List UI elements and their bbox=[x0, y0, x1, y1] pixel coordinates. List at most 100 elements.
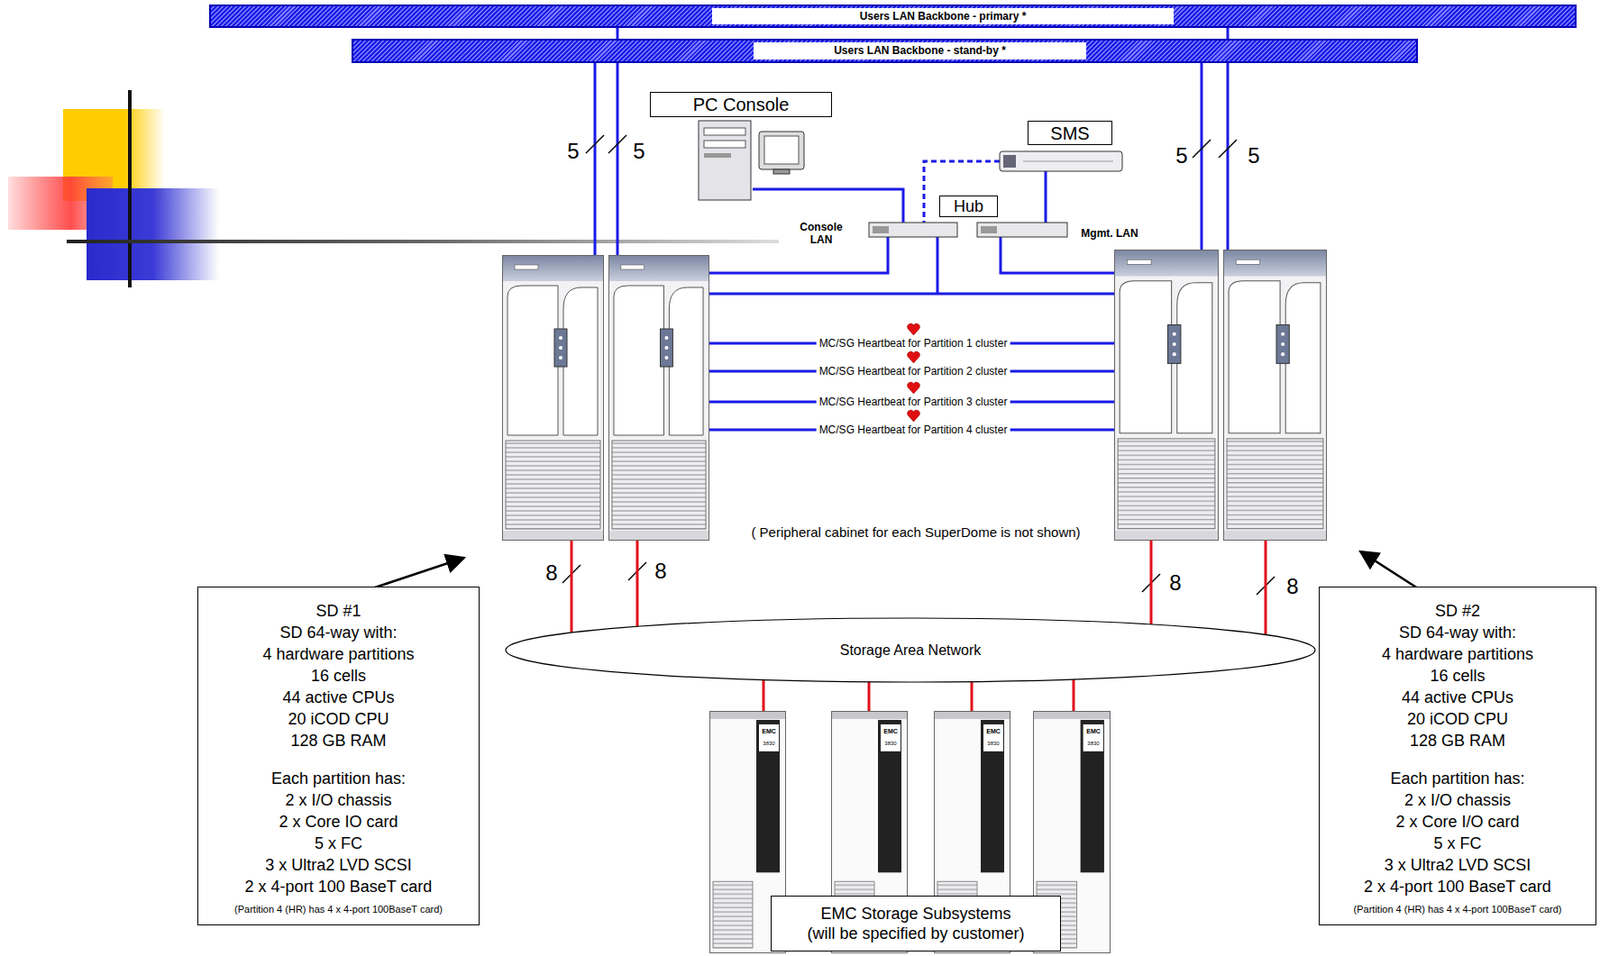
label-box: SMS bbox=[1027, 120, 1113, 146]
spec-line: Each partition has: bbox=[1325, 768, 1591, 790]
label-box: PC Console bbox=[649, 91, 832, 118]
superdome-cabinet bbox=[502, 256, 604, 541]
box-label: EMC Storage Subsystems bbox=[820, 904, 1011, 924]
spec-line: 2 x 4-port 100 BaseT card bbox=[203, 876, 474, 898]
label-text: EMC bbox=[1086, 727, 1101, 736]
san-ellipse: Storage Area Network bbox=[504, 617, 1317, 684]
label-text: ( Peripheral cabinet for each SuperDome … bbox=[748, 524, 1083, 540]
heartbeat-heart bbox=[907, 410, 921, 422]
spec-line: SD 64-way with: bbox=[203, 621, 474, 644]
pc-console-icon bbox=[758, 131, 805, 170]
label-text: 3830 bbox=[1087, 740, 1099, 748]
spec-line: 2 x Core IO card bbox=[203, 811, 474, 833]
label-text: MC/SG Heartbeat for Partition 1 cluster bbox=[816, 337, 1011, 350]
box-label: Hub bbox=[953, 196, 984, 217]
hub-device bbox=[977, 222, 1068, 238]
label-text: 3830 bbox=[987, 740, 999, 748]
pc-console-icon bbox=[704, 140, 746, 148]
label-box: Hub bbox=[939, 195, 998, 218]
superdome-cabinet bbox=[608, 256, 709, 541]
superdome-cabinet bbox=[1224, 250, 1327, 541]
management-wire bbox=[1044, 171, 1048, 223]
spec-box: SD #1SD 64-way with:4 hardware partition… bbox=[197, 586, 480, 926]
sms-dashed-link bbox=[923, 161, 1000, 223]
management-wire bbox=[1000, 237, 1115, 274]
spec-line: 4 hardware partitions bbox=[203, 643, 474, 666]
label-text: Mgmt. LAN bbox=[1080, 227, 1138, 240]
bundle-slash bbox=[1192, 139, 1211, 158]
title-decoration bbox=[128, 90, 132, 288]
spec-line: 2 x I/O chassis bbox=[1325, 789, 1591, 812]
callout-number: 8 bbox=[1286, 575, 1299, 599]
sms-device bbox=[999, 151, 1123, 172]
spec-line: SD #1 bbox=[203, 600, 474, 622]
management-wire bbox=[709, 171, 1115, 294]
spec-line: (Partition 4 (HR) has 4 x 4-port 100Base… bbox=[1325, 903, 1591, 916]
pc-console-icon bbox=[704, 128, 746, 136]
lan-backbone-band: Users LAN Backbone - stand-by * bbox=[351, 38, 1418, 64]
management-wire bbox=[709, 237, 888, 274]
callout-arrow bbox=[1360, 551, 1418, 589]
spec-line: 128 GB RAM bbox=[1325, 730, 1591, 752]
label-text: EMC bbox=[761, 727, 777, 736]
heartbeat-line bbox=[709, 343, 1115, 430]
title-decoration bbox=[86, 188, 220, 281]
ellipse-outline bbox=[505, 618, 1316, 683]
spec-line: 3 x Ultra2 LVD SCSI bbox=[203, 854, 474, 877]
hub-device bbox=[980, 226, 997, 234]
spec-line: 2 x Core I/O card bbox=[1325, 811, 1591, 833]
box-label: PC Console bbox=[693, 93, 790, 116]
callout-arrow bbox=[372, 557, 465, 589]
label-text: 3830 bbox=[884, 740, 896, 748]
lan-drop-line bbox=[1200, 63, 1204, 250]
heartbeat-heart bbox=[907, 351, 921, 364]
pc-console-icon bbox=[698, 120, 751, 201]
backbone-label: Users LAN Backbone - primary * bbox=[712, 8, 1174, 25]
spec-line: (Partition 4 (HR) has 4 x 4-port 100Base… bbox=[203, 903, 474, 916]
callout-number: 5 bbox=[566, 139, 579, 164]
callout-number: 5 bbox=[632, 139, 645, 164]
pc-console-icon bbox=[764, 136, 799, 165]
callout-number: 8 bbox=[654, 559, 667, 584]
sms-device bbox=[999, 151, 1123, 172]
label-text: MC/SG Heartbeat for Partition 3 cluster bbox=[816, 395, 1011, 409]
storage-label-box: EMC Storage Subsystems(will be specified… bbox=[770, 896, 1061, 952]
box-label: Storage Area Network bbox=[840, 641, 982, 660]
heartbeat-heart bbox=[907, 382, 921, 394]
spec-line: 5 x FC bbox=[1325, 832, 1591, 855]
pc-console-icon bbox=[704, 153, 732, 158]
spec-line: SD #2 bbox=[1325, 600, 1591, 622]
label-text: 3830 bbox=[762, 740, 775, 748]
bundle-slash bbox=[562, 135, 1275, 595]
box-label: (will be specified by customer) bbox=[806, 923, 1024, 944]
management-wire bbox=[709, 292, 1115, 296]
heartbeat-heart bbox=[907, 323, 921, 336]
spec-line: 128 GB RAM bbox=[203, 730, 474, 752]
spec-line: SD 64-way with: bbox=[1325, 621, 1591, 644]
spec-line: Each partition has: bbox=[203, 768, 474, 790]
spec-line: 5 x FC bbox=[203, 832, 474, 855]
sms-device bbox=[1023, 161, 1114, 163]
pc-console-icon bbox=[698, 120, 805, 201]
callout-number: 8 bbox=[545, 561, 558, 586]
pc-console-icon bbox=[773, 169, 790, 174]
label-text: EMC bbox=[986, 727, 1001, 736]
spec-line: 44 active CPUs bbox=[1325, 686, 1591, 709]
management-wire bbox=[752, 189, 904, 223]
sms-device bbox=[1003, 155, 1016, 168]
box-label: SMS bbox=[1050, 122, 1089, 145]
emc-storage-unit bbox=[710, 711, 1111, 953]
label-text: EMC bbox=[883, 727, 898, 736]
label-text: MC/SG Heartbeat for Partition 2 cluster bbox=[816, 365, 1011, 378]
callout-number: 8 bbox=[1169, 571, 1181, 595]
title-decoration bbox=[66, 239, 779, 244]
superdome-cabinet bbox=[502, 250, 1327, 541]
bundle-slash bbox=[608, 135, 627, 154]
lan-backbone-band: Users LAN Backbone - primary * bbox=[209, 4, 1577, 28]
callout-number: 5 bbox=[1247, 144, 1260, 168]
hub-device bbox=[868, 222, 1068, 238]
bundle-slash bbox=[585, 135, 604, 154]
spec-line: 20 iCOD CPU bbox=[1325, 708, 1591, 731]
lan-drop-line bbox=[594, 63, 597, 256]
callout-arrow bbox=[372, 551, 1418, 589]
